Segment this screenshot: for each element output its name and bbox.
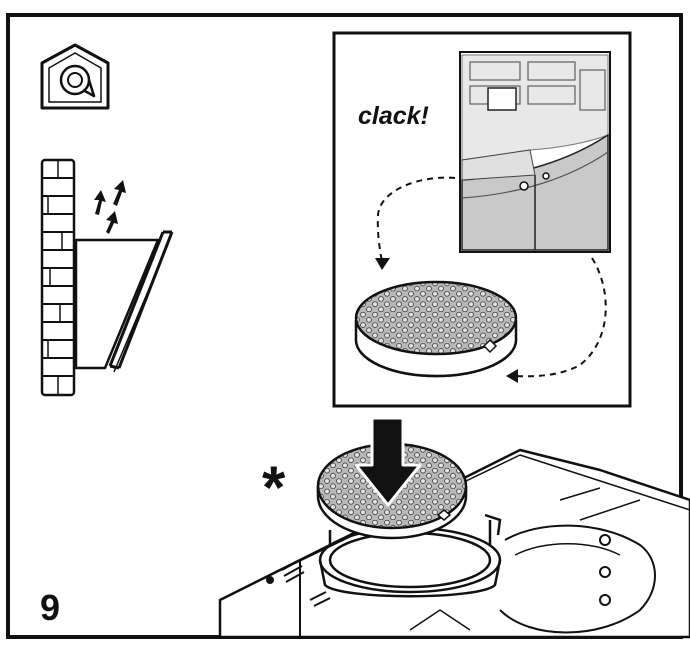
asterisk-mark: * xyxy=(262,454,286,521)
rotation-arrowheads xyxy=(375,258,518,383)
airflow-arrows-icon xyxy=(94,180,126,234)
carbon-filter-inset xyxy=(354,280,518,378)
hood-side-profile xyxy=(74,230,174,373)
rotation-arrows xyxy=(376,176,607,378)
clack-label: clack! xyxy=(358,102,429,130)
brick-wall xyxy=(40,158,76,397)
press-down-arrow-icon xyxy=(354,416,422,507)
recirculation-house-icon xyxy=(40,43,110,110)
clip-detail xyxy=(459,51,611,253)
step-number: 9 xyxy=(40,587,60,628)
